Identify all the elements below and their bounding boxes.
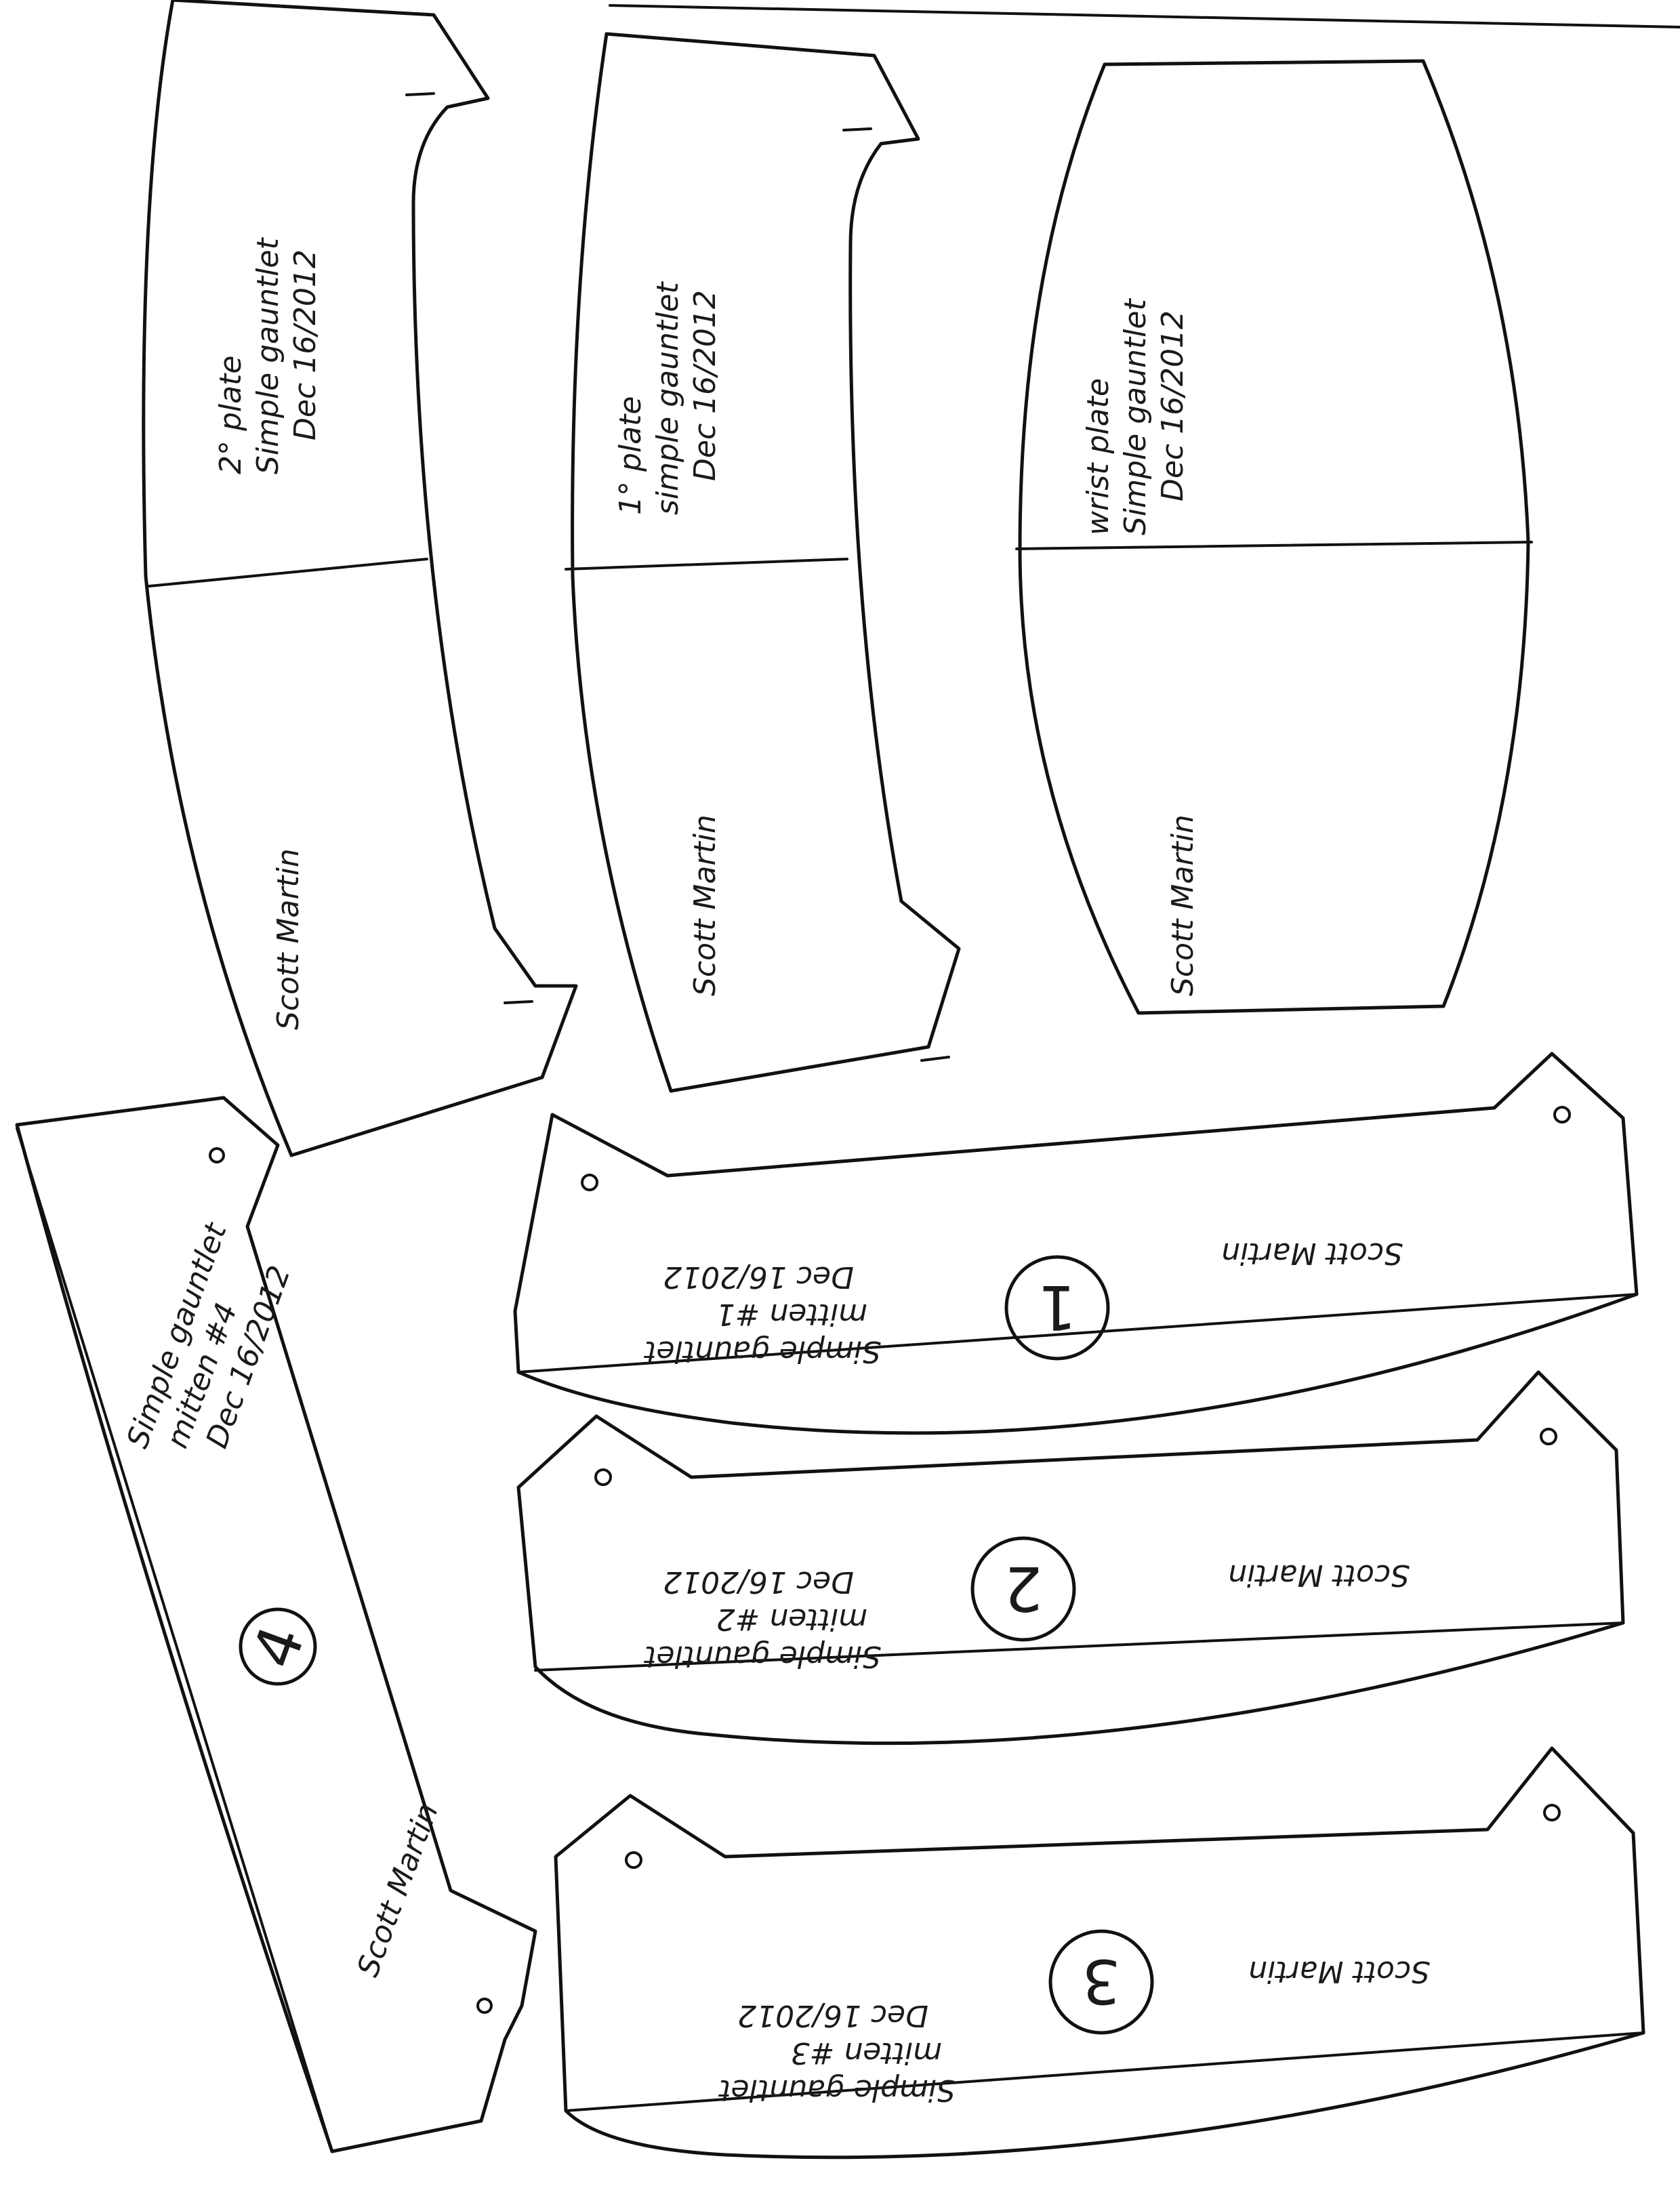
plate-1-outline bbox=[571, 32, 961, 1093]
svg-text:1° plate simple gauntlet: 1° plate simple gauntlet Dec 16/2012 bbox=[613, 272, 722, 515]
mitten-2-author: Scott Martin bbox=[1228, 1558, 1410, 1592]
piece-plate-1: 1° plate simple gauntlet Dec 16/2012 Sco… bbox=[565, 32, 961, 1093]
mitten-1-hole-right bbox=[1553, 1106, 1571, 1123]
wrist-plate-fold-line bbox=[1015, 541, 1533, 550]
svg-text:Simple gauntlet mitten #: Simple gauntlet mitten #3 Dec 16/2012 bbox=[710, 1998, 956, 2107]
wrist-plate-label-3: Dec 16/2012 bbox=[1155, 310, 1190, 501]
mitten-3-number-ring bbox=[1048, 1929, 1154, 2035]
piece-mitten-4: Simple gauntlet mitten #4 Dec 16/2012 4 … bbox=[15, 1096, 537, 2153]
svg-text:wrist plate Simple gaunt: wrist plate Simple gauntlet Dec 16/2012 bbox=[1081, 289, 1190, 535]
mitten-4-hole-bottom bbox=[476, 1998, 493, 2014]
mitten-3-label-3: Dec 16/2012 bbox=[737, 1998, 928, 2033]
plate-2-fold-line bbox=[148, 558, 428, 587]
plate-1-label-2: simple gauntlet bbox=[651, 281, 685, 515]
mitten-1-fold-line bbox=[517, 1293, 1638, 1374]
piece-mitten-3: Simple gauntlet mitten #3 Dec 16/2012 3 … bbox=[554, 1746, 1645, 2160]
mitten-4-hole-top bbox=[209, 1147, 225, 1163]
wrist-plate-author: Scott Martin bbox=[1166, 814, 1200, 996]
mitten-1-outline bbox=[513, 1052, 1639, 1435]
mitten-3-label-1: Simple gauntlet bbox=[718, 2073, 956, 2107]
mitten-3-hole-left bbox=[625, 1851, 642, 1869]
plate-2-outline bbox=[142, 0, 578, 1157]
svg-text:Simple gauntlet mitten #: Simple gauntlet mitten #1 Dec 16/2012 bbox=[635, 1260, 881, 1369]
mitten-4-author: Scott Martin bbox=[350, 1799, 445, 1981]
sheet-edge-line bbox=[609, 4, 1680, 28]
plate-1-label-1: 1° plate bbox=[613, 396, 648, 515]
mitten-3-label-2: mitten #3 bbox=[791, 2036, 942, 2070]
piece-mitten-1: Simple gauntlet mitten #1 Dec 16/2012 1 … bbox=[513, 1052, 1639, 1435]
piece-plate-2: 2° plate Simple gauntlet Dec 16/2012 Sco… bbox=[142, 0, 578, 1157]
svg-text:2° plate Simple gauntlet: 2° plate Simple gauntlet Dec 16/2012 bbox=[213, 228, 323, 474]
mitten-3-outline bbox=[554, 1746, 1645, 2160]
mitten-2-hole-right bbox=[1540, 1428, 1557, 1445]
mitten-4-number-ring bbox=[239, 1607, 317, 1686]
wrist-plate-outline bbox=[1018, 59, 1530, 1015]
plate-2-author: Scott Martin bbox=[271, 848, 306, 1030]
plate-2-label-1: 2° plate bbox=[213, 356, 248, 474]
mitten-1-author: Scott Martin bbox=[1221, 1236, 1403, 1271]
mitten-2-number: 2 bbox=[1004, 1552, 1042, 1624]
plate-1-label-3: Dec 16/2012 bbox=[688, 290, 722, 481]
mitten-3-hole-right bbox=[1543, 1804, 1561, 1821]
mitten-1-number-ring bbox=[1004, 1255, 1110, 1361]
plate-1-author: Scott Martin bbox=[688, 814, 722, 996]
mitten-2-label-1: Simple gauntlet bbox=[644, 1639, 881, 1674]
wrist-plate-label-1: wrist plate bbox=[1081, 378, 1115, 535]
plate-2-label-3: Dec 16/2012 bbox=[288, 249, 323, 440]
mitten-2-outline bbox=[516, 1370, 1625, 1746]
piece-mitten-2: Simple gauntlet mitten #2 Dec 16/2012 2 … bbox=[516, 1370, 1625, 1746]
plate-2-label-2: Simple gauntlet bbox=[251, 237, 285, 474]
mitten-3-fold-line bbox=[565, 2031, 1645, 2112]
mitten-2-hole-left bbox=[594, 1468, 612, 1486]
mitten-1-label-1: Simple gauntlet bbox=[644, 1334, 881, 1369]
mitten-4-outline bbox=[15, 1096, 537, 2153]
mitten-1-label-3: Dec 16/2012 bbox=[663, 1260, 854, 1294]
mitten-3-number: 3 bbox=[1082, 1945, 1120, 2017]
mitten-3-author: Scott Martin bbox=[1248, 1954, 1430, 1989]
mitten-2-label-2: mitten #2 bbox=[716, 1602, 867, 1636]
svg-text:Simple gauntlet mitten #: Simple gauntlet mitten #4 Dec 16/2012 bbox=[120, 1210, 306, 1478]
mitten-2-fold-line bbox=[534, 1622, 1624, 1672]
piece-wrist-plate: wrist plate Simple gauntlet Dec 16/2012 … bbox=[1015, 59, 1533, 1015]
mitten-1-hole-left bbox=[581, 1174, 598, 1191]
plate-1-fold-line bbox=[565, 558, 848, 571]
mitten-4-fold-line bbox=[16, 1127, 333, 2153]
svg-text:Simple gauntlet mitten #: Simple gauntlet mitten #2 Dec 16/2012 bbox=[635, 1565, 881, 1674]
mitten-2-number-ring bbox=[970, 1536, 1076, 1642]
wrist-plate-label-2: Simple gauntlet bbox=[1118, 298, 1153, 535]
mitten-2-label-3: Dec 16/2012 bbox=[663, 1565, 854, 1599]
mitten-1-label-2: mitten #1 bbox=[716, 1297, 867, 1332]
mitten-1-number: 1 bbox=[1038, 1271, 1076, 1342]
